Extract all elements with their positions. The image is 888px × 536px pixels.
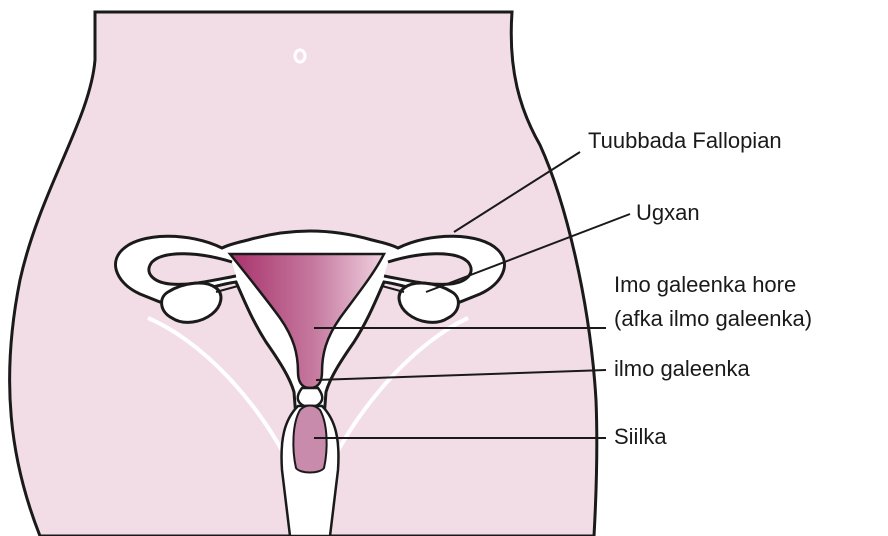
label-ovary: Ugxan [636,198,700,228]
fallopian-tube-left-inner [149,254,236,285]
label-uterus: Imo galeenka hore (afka ilmo galeenka) [614,268,812,336]
label-uterus-line2: (afka ilmo galeenka) [614,302,812,336]
label-vagina: Siilka [614,422,667,452]
label-uterus-line1: Imo galeenka hore [614,268,812,302]
label-fallopian-tube: Tuubbada Fallopian [588,126,782,156]
cervix-neck [298,388,323,406]
label-cervix: ilmo galeenka [614,354,750,384]
